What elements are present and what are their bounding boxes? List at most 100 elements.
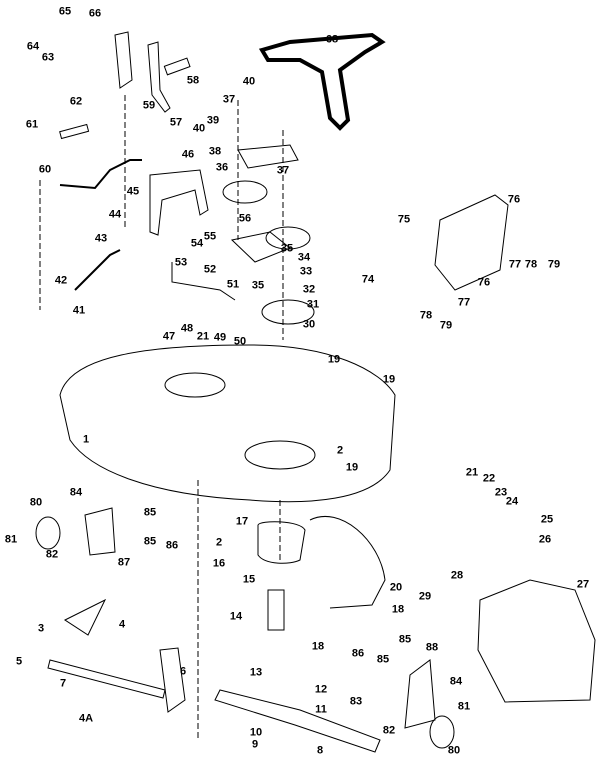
part-number-label: 35 [251, 279, 265, 292]
pulley-36 [222, 180, 268, 204]
part-number-label: 48 [180, 322, 194, 335]
part-number-label: 58 [186, 74, 200, 87]
centerlines [39, 95, 284, 740]
part-number-label: 40 [192, 122, 206, 135]
part-number-label: 53 [174, 256, 188, 269]
bracket-4 [159, 647, 186, 713]
part-number-label: 4A [78, 712, 94, 725]
part-number-label: 31 [306, 298, 320, 311]
part-number-label: 82 [45, 548, 59, 561]
part-number-label: 80 [29, 496, 43, 509]
part-number-label: 16 [212, 557, 226, 570]
part-number-label: 62 [69, 95, 83, 108]
part-number-label: 3 [37, 622, 45, 635]
part-number-label: 11 [315, 703, 327, 716]
spindle-14 [267, 589, 285, 631]
part-number-label: 42 [54, 274, 68, 287]
part-number-label: 77 [508, 258, 522, 271]
part-number-label: 32 [302, 283, 316, 296]
part-number-label: 85 [376, 653, 390, 666]
deck-spindle-left [164, 372, 226, 398]
part-number-label: 20 [389, 581, 403, 594]
part-number-label: 34 [297, 251, 311, 264]
part-number-label: 19 [327, 353, 341, 366]
part-number-label: 52 [203, 263, 217, 276]
deflector-44 [149, 169, 209, 236]
part-number-label: 14 [229, 610, 243, 623]
blade-11 [214, 689, 381, 753]
part-number-label: 86 [165, 539, 179, 552]
part-number-label: 22 [482, 472, 496, 485]
part-number-label: 80 [447, 744, 461, 757]
part-number-label: 23 [494, 486, 508, 499]
part-number-label: 81 [457, 700, 471, 713]
part-number-label: 46 [181, 148, 195, 161]
gauge-wheel-right [429, 715, 455, 749]
part-number-label: 28 [450, 569, 464, 582]
spring-53 [171, 262, 236, 301]
part-number-label: 4 [118, 618, 126, 631]
part-number-label: 12 [314, 683, 328, 696]
part-number-label: 44 [108, 208, 122, 221]
part-number-label: 13 [249, 666, 263, 679]
part-number-label: 56 [238, 212, 252, 225]
arm-20 [309, 515, 386, 609]
part-number-label: 43 [94, 232, 108, 245]
part-number-label: 59 [142, 99, 156, 112]
idler-bracket-55 [230, 231, 291, 263]
part-number-label: 87 [117, 556, 131, 569]
spring-61 [59, 123, 90, 140]
part-number-label: 78 [419, 309, 433, 322]
part-number-label: 50 [233, 335, 247, 348]
part-number-label: 2 [336, 444, 344, 457]
part-number-label: 64 [26, 40, 40, 53]
part-number-label: 40 [242, 75, 256, 88]
part-number-label: 26 [538, 533, 552, 546]
part-number-label: 47 [162, 330, 176, 343]
deck-spindle-right [244, 440, 316, 470]
gauge-wheel-left [35, 516, 61, 550]
part-number-label: 29 [418, 590, 432, 603]
part-number-label: 36 [215, 161, 229, 174]
part-number-label: 21 [196, 330, 210, 343]
bracket-3 [63, 598, 107, 636]
part-number-label: 81 [4, 533, 18, 546]
part-number-label: 51 [226, 278, 240, 291]
part-number-label: 75 [397, 213, 411, 226]
part-number-label: 83 [349, 695, 363, 708]
bracket-59 [147, 41, 171, 113]
part-number-label: 19 [382, 373, 396, 386]
part-number-label: 18 [311, 640, 325, 653]
part-number-label: 27 [576, 578, 590, 591]
part-number-label: 85 [143, 506, 157, 519]
discharge-chute-27 [477, 579, 596, 703]
part-number-label: 8 [316, 744, 324, 757]
rod-60 [59, 159, 142, 190]
part-number-label: 76 [477, 276, 491, 289]
part-number-label: 33 [299, 265, 313, 278]
part-number-label: 85 [143, 535, 157, 548]
part-number-label: 25 [540, 513, 554, 526]
part-number-label: 37 [222, 93, 236, 106]
part-number-label: 15 [242, 573, 256, 586]
part-number-label: 79 [439, 319, 453, 332]
part-number-label: 45 [126, 185, 140, 198]
part-number-label: 41 [72, 304, 86, 317]
drive-belt [258, 32, 386, 131]
part-number-label: 86 [351, 647, 365, 660]
part-number-label: 84 [69, 486, 83, 499]
part-number-label: 17 [235, 515, 249, 528]
part-number-label: 37 [276, 164, 290, 177]
part-number-label: 21 [465, 466, 479, 479]
part-number-label: 78 [524, 258, 538, 271]
part-number-label: 77 [457, 296, 471, 309]
part-number-label: 79 [547, 258, 561, 271]
spindle-housing-16 [257, 521, 306, 564]
part-number-label: 19 [345, 461, 359, 474]
part-number-label: 82 [382, 724, 396, 737]
part-number-label: 74 [361, 273, 375, 286]
part-number-label: 39 [206, 114, 220, 127]
part-number-label: 68 [325, 33, 339, 46]
part-number-label: 57 [169, 116, 183, 129]
